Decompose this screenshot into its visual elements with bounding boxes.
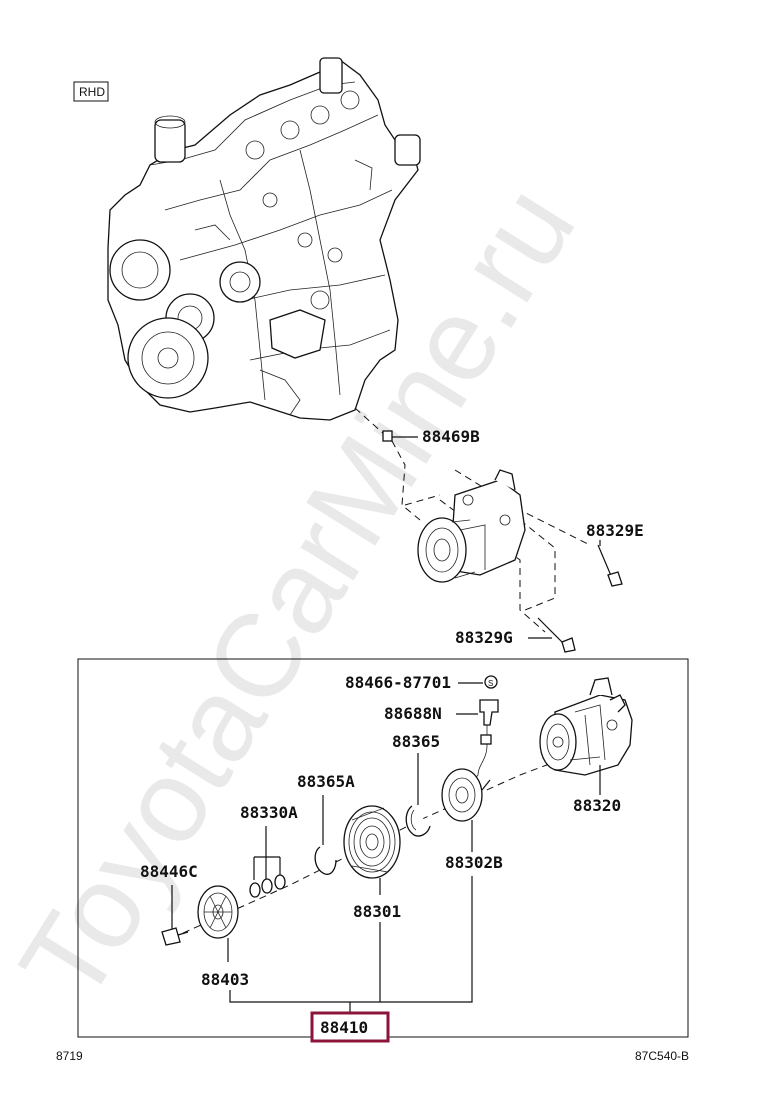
part-88330A-shim-1 bbox=[249, 882, 261, 898]
label-88329G[interactable]: 88329G bbox=[455, 628, 513, 647]
page-code-left: 8719 bbox=[56, 1049, 83, 1063]
part-88329E-bolt bbox=[607, 571, 623, 587]
label-88330A[interactable]: 88330A bbox=[240, 803, 298, 822]
part-88330A-shim-3 bbox=[274, 874, 286, 890]
highlight-88410-box[interactable] bbox=[310, 1011, 390, 1043]
part-connector bbox=[480, 734, 492, 745]
label-88301[interactable]: 88301 bbox=[353, 902, 401, 921]
svg-text:S: S bbox=[488, 679, 493, 688]
part-88329G-bolt bbox=[561, 637, 576, 653]
engine-illustration bbox=[107, 57, 421, 421]
part-88330A-shim-2 bbox=[261, 878, 273, 894]
part-88301-pulley bbox=[343, 805, 401, 879]
part-88469B-bolt bbox=[382, 430, 393, 442]
part-88466-screw bbox=[484, 675, 498, 689]
label-88446C[interactable]: 88446C bbox=[140, 862, 198, 881]
label-88403[interactable]: 88403 bbox=[201, 970, 249, 989]
page-code-right: 87C540-B bbox=[635, 1049, 689, 1063]
rhd-tag: RHD bbox=[79, 85, 105, 99]
part-88688N-bracket bbox=[479, 699, 499, 726]
label-88469B[interactable]: 88469B bbox=[422, 427, 480, 446]
part-88403-clutch-hub bbox=[197, 885, 239, 939]
label-88302B[interactable]: 88302B bbox=[445, 853, 503, 872]
label-88320[interactable]: 88320 bbox=[573, 796, 621, 815]
part-88365-snap-ring bbox=[405, 805, 431, 837]
part-88320-compressor bbox=[539, 677, 633, 776]
label-88466-87701[interactable]: 88466-87701 bbox=[345, 673, 451, 692]
label-88365[interactable]: 88365 bbox=[392, 732, 440, 751]
label-88410[interactable]: 88410 bbox=[320, 1018, 368, 1037]
label-88365A[interactable]: 88365A bbox=[297, 772, 355, 791]
part-88302B-field-coil bbox=[441, 768, 491, 822]
label-88688N[interactable]: 88688N bbox=[384, 704, 442, 723]
label-88329E[interactable]: 88329E bbox=[586, 521, 644, 540]
part-88446C-bolt bbox=[161, 927, 181, 946]
rhd-tag-box bbox=[73, 81, 109, 102]
part-88365A-snap-ring bbox=[314, 846, 337, 875]
compressor-assembly-mounted bbox=[417, 469, 526, 583]
